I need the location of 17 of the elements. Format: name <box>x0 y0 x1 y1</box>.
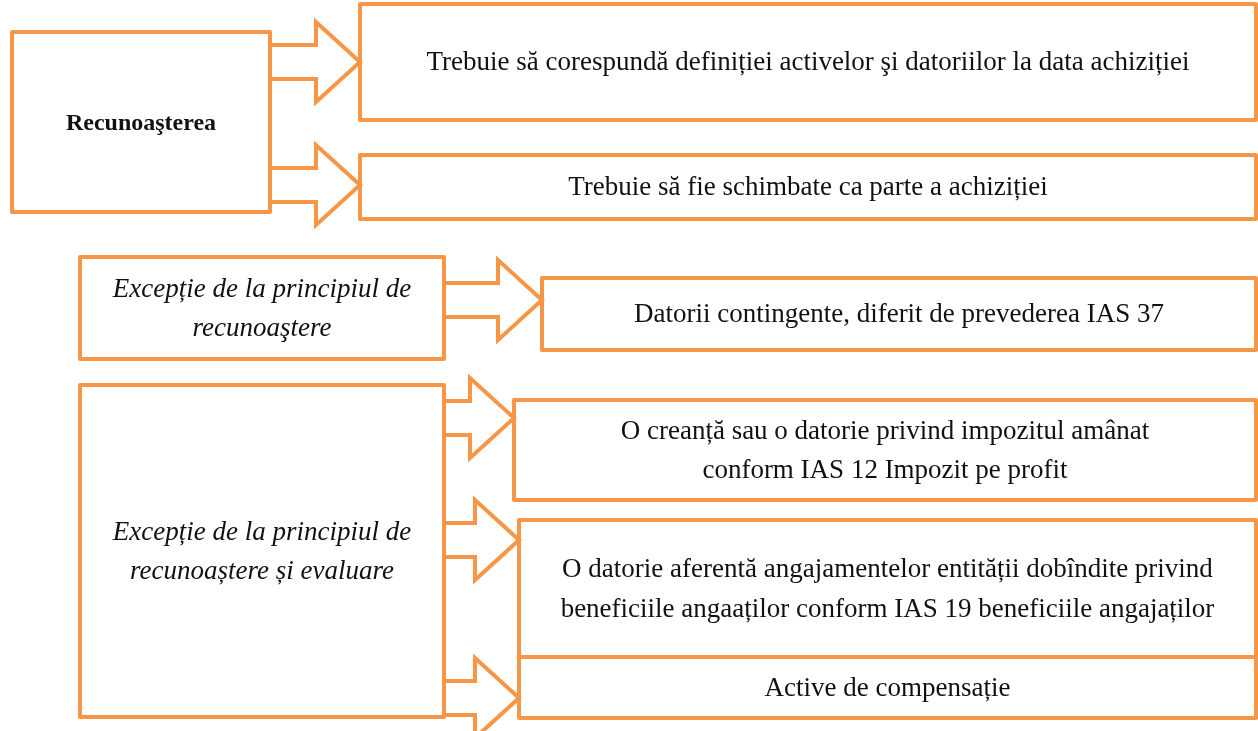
box-text: Recunoaşterea <box>65 107 217 137</box>
process-box <box>78 255 446 361</box>
box-text: Trebuie să fie schimbate ca parte a achiziției <box>568 170 1048 204</box>
process-box <box>358 2 1258 122</box>
box-text: Excepție de la principiul de recunoaştere <box>111 271 413 344</box>
box-text: Excepție de la principiul de recunoaștere și evaluare <box>111 514 413 587</box>
process-box <box>10 30 272 214</box>
box-text: O creanță sau o datorie privind impozitul amânat conform IAS 12 Impozit pe profit <box>619 413 1151 486</box>
process-box <box>512 398 1258 502</box>
process-box <box>517 655 1258 720</box>
box-text: Trebuie să corespundă definiției activelor şi datoriilor la data achiziției <box>426 45 1190 79</box>
process-box <box>78 383 446 719</box>
process-box <box>358 153 1258 221</box>
process-box <box>540 276 1258 352</box>
box-text: Datorii contingente, diferit de prevederea IAS 37 <box>633 297 1164 331</box>
box-text: Active de compensație <box>764 670 1011 704</box>
box-text: O datorie aferentă angajamentelor entității dobîndite privind beneficiile angaaților conform IAS 19 beneficiile angajaților <box>559 552 1216 625</box>
